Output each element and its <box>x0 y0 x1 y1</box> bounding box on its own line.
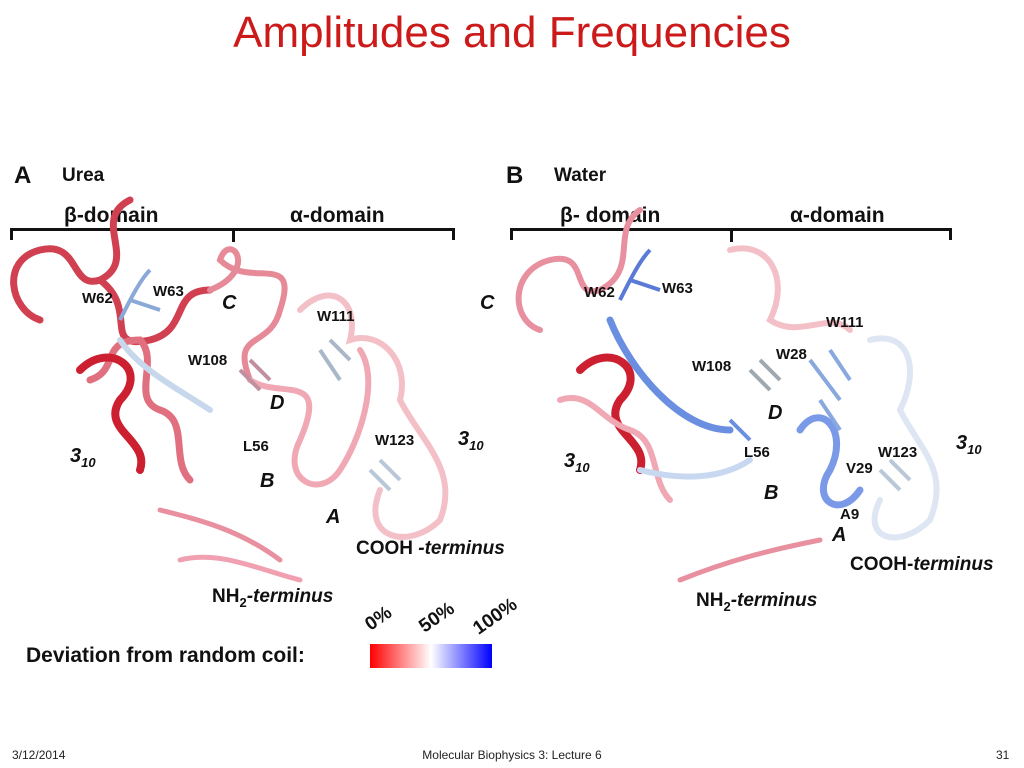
residue-label: W111 <box>317 308 355 325</box>
helix-label: 310 <box>564 450 590 475</box>
residue-label: W28 <box>776 346 807 363</box>
helix-label: 310 <box>458 428 484 453</box>
residue-label: W63 <box>662 280 693 297</box>
residue-label: L56 <box>243 438 269 455</box>
nh2-terminus-label: NH2-terminus <box>212 586 334 610</box>
region-label: D <box>270 392 285 414</box>
protein-ribbon-urea <box>10 196 449 583</box>
footer-lecture: Molecular Biophysics 3: Lecture 6 <box>422 748 602 762</box>
panel-condition: Water <box>554 165 607 186</box>
region-label: C <box>222 292 237 314</box>
residue-label: V29 <box>846 460 873 477</box>
residue-label: W111 <box>826 314 864 331</box>
cooh-terminus-label: COOH -terminus <box>356 538 505 559</box>
residue-label: W62 <box>82 290 113 307</box>
footer-date: 3/12/2014 <box>12 748 66 762</box>
region-label: A <box>832 524 847 546</box>
residue-label: W123 <box>878 444 918 461</box>
domain-divider <box>232 228 235 242</box>
region-label: D <box>768 402 783 424</box>
panel-condition: Urea <box>62 165 105 186</box>
footer-page-number: 31 <box>996 748 1010 762</box>
region-label: B <box>764 482 779 504</box>
cooh-terminus-label: COOH-terminus <box>850 554 994 575</box>
slide-title: Amplitudes and Frequencies <box>233 8 791 57</box>
legend-label: Deviation from random coil: <box>26 644 305 667</box>
panel-urea: A Urea β-domain α-domain W62 W63 W111 W1… <box>0 140 520 640</box>
beta-domain-label: β- domain <box>560 204 661 227</box>
alpha-domain-label: α-domain <box>790 204 885 227</box>
residue-label: A9 <box>840 506 860 523</box>
residue-label: W63 <box>153 283 184 300</box>
nh2-terminus-label: NH2-terminus <box>696 590 818 614</box>
residue-label: W123 <box>375 432 415 449</box>
helix-label: 310 <box>70 445 96 470</box>
panel-water: B Water β- domain α-domain W62 W63 W111 … <box>480 140 1020 640</box>
residue-label: W62 <box>584 284 615 301</box>
panel-letter: B <box>506 162 524 189</box>
alpha-domain-label: α-domain <box>290 204 385 227</box>
region-label: A <box>326 506 341 528</box>
residue-label: W108 <box>188 352 228 369</box>
panel-letter: A <box>14 162 32 189</box>
helix-label: 310 <box>956 432 982 457</box>
region-label: B <box>260 470 275 492</box>
region-label: C <box>480 292 495 314</box>
protein-ribbon-water <box>515 207 940 583</box>
residue-label: L56 <box>744 444 770 461</box>
residue-label: W108 <box>692 358 732 375</box>
legend-colorbar <box>370 644 492 668</box>
domain-divider <box>730 228 733 242</box>
